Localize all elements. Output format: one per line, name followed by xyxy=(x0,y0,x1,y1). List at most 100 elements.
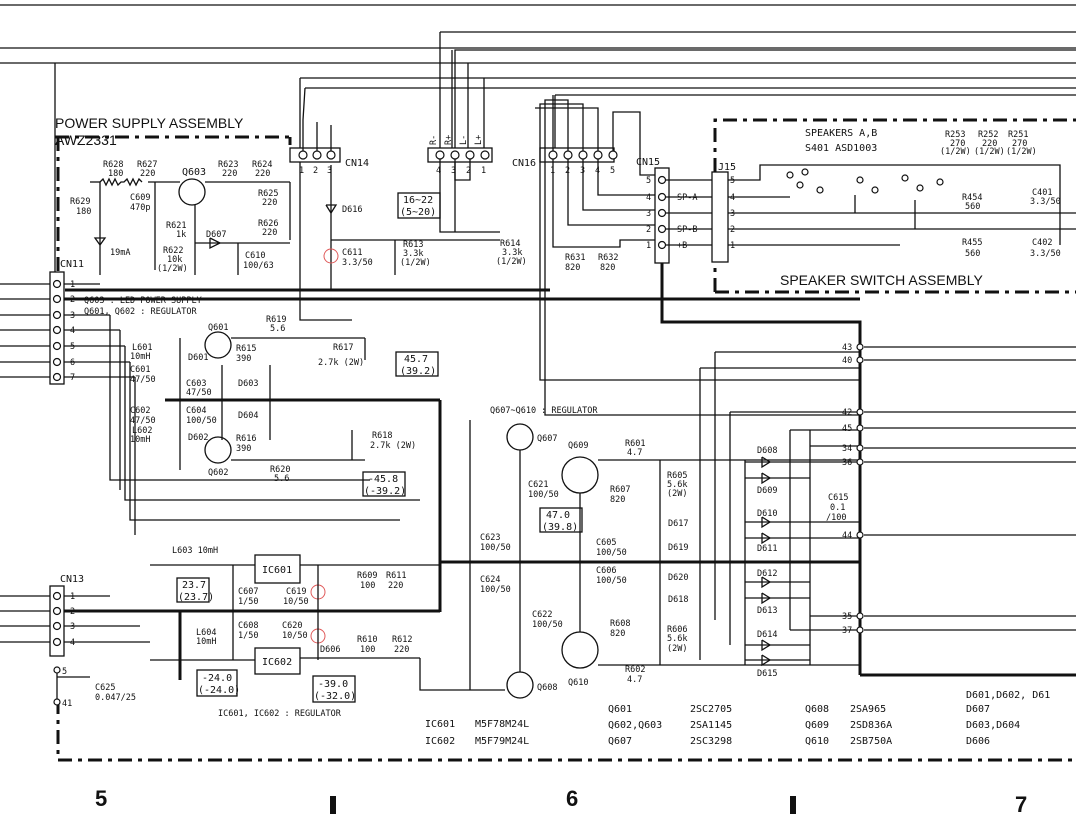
svg-text:R607: R607 xyxy=(610,485,630,495)
svg-text:Q603: Q603 xyxy=(182,167,206,178)
svg-text:D603: D603 xyxy=(238,379,258,389)
svg-text:D602: D602 xyxy=(188,433,208,443)
svg-text:-39.0: -39.0 xyxy=(318,679,348,690)
svg-text:D612: D612 xyxy=(757,569,777,579)
svg-text:1: 1 xyxy=(481,166,486,176)
svg-text:2.7k (2W): 2.7k (2W) xyxy=(370,441,416,451)
svg-text:4.7: 4.7 xyxy=(627,675,642,685)
svg-text:3: 3 xyxy=(327,166,332,176)
svg-text:C401: C401 xyxy=(1032,188,1052,198)
speaker-assembly-border xyxy=(713,118,1076,292)
svg-text:SP-A: SP-A xyxy=(677,193,697,203)
svg-text:(1/2W): (1/2W) xyxy=(400,258,431,268)
led-supply-section: R628 180 R627 220 Q603 R623 220 R624 220… xyxy=(65,160,550,292)
svg-text:2SA965: 2SA965 xyxy=(850,704,886,715)
svg-text:23.7: 23.7 xyxy=(182,580,206,591)
svg-text:5.6k: 5.6k xyxy=(667,480,687,490)
zone-7: 7 xyxy=(1015,792,1027,814)
svg-text:R619: R619 xyxy=(266,315,286,325)
j15-label: J15 xyxy=(718,162,736,173)
svg-text:(39.2): (39.2) xyxy=(400,366,436,377)
svg-text:100/50: 100/50 xyxy=(596,576,627,586)
svg-text:R620: R620 xyxy=(270,465,290,475)
svg-text:Q609: Q609 xyxy=(805,720,829,731)
svg-text:220: 220 xyxy=(388,581,403,591)
svg-text:10/50: 10/50 xyxy=(283,597,309,607)
svg-text:220: 220 xyxy=(394,645,409,655)
svg-text:D607: D607 xyxy=(206,230,226,240)
svg-text:D610: D610 xyxy=(757,509,777,519)
svg-text:43: 43 xyxy=(842,343,852,353)
svg-text:(39.8): (39.8) xyxy=(542,522,578,533)
svg-text:R631: R631 xyxy=(565,253,585,263)
svg-text:100: 100 xyxy=(360,645,375,655)
svg-text:Q601: Q601 xyxy=(608,704,632,715)
svg-text:5.6: 5.6 xyxy=(274,474,289,484)
svg-text:Q602,Q603: Q602,Q603 xyxy=(608,720,662,731)
svg-text:D620: D620 xyxy=(668,573,688,583)
svg-text:R622: R622 xyxy=(163,246,183,256)
svg-text:R627: R627 xyxy=(137,160,157,170)
svg-text:5: 5 xyxy=(610,166,615,176)
svg-text:D616: D616 xyxy=(342,205,362,215)
svg-text:D611: D611 xyxy=(757,544,777,554)
svg-text:41: 41 xyxy=(62,699,72,709)
svg-text:44: 44 xyxy=(842,531,852,541)
svg-text:IC601: IC601 xyxy=(425,719,455,730)
svg-text:R-: R- xyxy=(429,135,439,145)
svg-text:C623: C623 xyxy=(480,533,500,543)
svg-text:L-: L- xyxy=(459,135,469,145)
svg-text:16~22: 16~22 xyxy=(403,195,433,206)
svg-text:D606: D606 xyxy=(320,645,340,655)
svg-text:2SC3298: 2SC3298 xyxy=(690,736,732,747)
svg-text:C615: C615 xyxy=(828,493,848,503)
svg-text:1: 1 xyxy=(70,280,75,290)
svg-text:R253: R253 xyxy=(945,130,965,140)
svg-text:D614: D614 xyxy=(757,630,777,640)
svg-text:2: 2 xyxy=(313,166,318,176)
svg-text:2: 2 xyxy=(646,225,651,235)
svg-text:34: 34 xyxy=(842,444,852,454)
svg-text:IC601: IC601 xyxy=(262,565,292,576)
svg-text:19mA: 19mA xyxy=(110,248,130,258)
svg-text:R618: R618 xyxy=(372,431,392,441)
svg-text:D613: D613 xyxy=(757,606,777,616)
svg-text:R+: R+ xyxy=(444,135,454,145)
svg-text:R611: R611 xyxy=(386,571,406,581)
svg-text:3.3/50: 3.3/50 xyxy=(1030,197,1061,207)
svg-text:470p: 470p xyxy=(130,203,150,213)
svg-text:3.3/50: 3.3/50 xyxy=(342,258,373,268)
svg-text:35: 35 xyxy=(842,612,852,622)
ic-regulator-section: L603 10mH IC601 23.7 (23.7) C607 1/50 C6… xyxy=(95,546,505,719)
svg-text:Q608: Q608 xyxy=(537,683,557,693)
svg-text:C620: C620 xyxy=(282,621,302,631)
svg-text:SP-B: SP-B xyxy=(677,225,697,235)
svg-text:R616: R616 xyxy=(236,434,256,444)
cn16-label: CN16 xyxy=(512,158,536,169)
svg-text:3: 3 xyxy=(70,311,75,321)
svg-text:390: 390 xyxy=(236,354,251,364)
speaker-assembly-title: SPEAKER SWITCH ASSEMBLY xyxy=(780,272,983,288)
svg-text:180: 180 xyxy=(108,169,123,179)
svg-text:C619: C619 xyxy=(286,587,306,597)
svg-text:/100: /100 xyxy=(826,513,846,523)
svg-text:Q601, Q602 : REGULATOR: Q601, Q602 : REGULATOR xyxy=(84,307,197,317)
svg-text:M5F79M24L: M5F79M24L xyxy=(475,736,529,747)
svg-text:10/50: 10/50 xyxy=(282,631,308,641)
svg-text:220: 220 xyxy=(262,228,277,238)
svg-text:R608: R608 xyxy=(610,619,630,629)
svg-text:220: 220 xyxy=(262,198,277,208)
svg-text:C609: C609 xyxy=(130,193,150,203)
svg-text:R251: R251 xyxy=(1008,130,1028,140)
svg-text:(1/2W): (1/2W) xyxy=(496,257,527,267)
ic601-box xyxy=(254,554,301,584)
top-wires xyxy=(0,4,1076,321)
svg-text:0.047/25: 0.047/25 xyxy=(95,693,136,703)
svg-text:2SD836A: 2SD836A xyxy=(850,720,892,731)
svg-text:C621: C621 xyxy=(528,480,548,490)
svg-text:3: 3 xyxy=(646,209,651,219)
svg-text:L603 10mH: L603 10mH xyxy=(172,546,218,556)
svg-text:(23.7): (23.7) xyxy=(178,592,214,603)
svg-text:Q602: Q602 xyxy=(208,468,228,478)
svg-text:37: 37 xyxy=(842,626,852,636)
